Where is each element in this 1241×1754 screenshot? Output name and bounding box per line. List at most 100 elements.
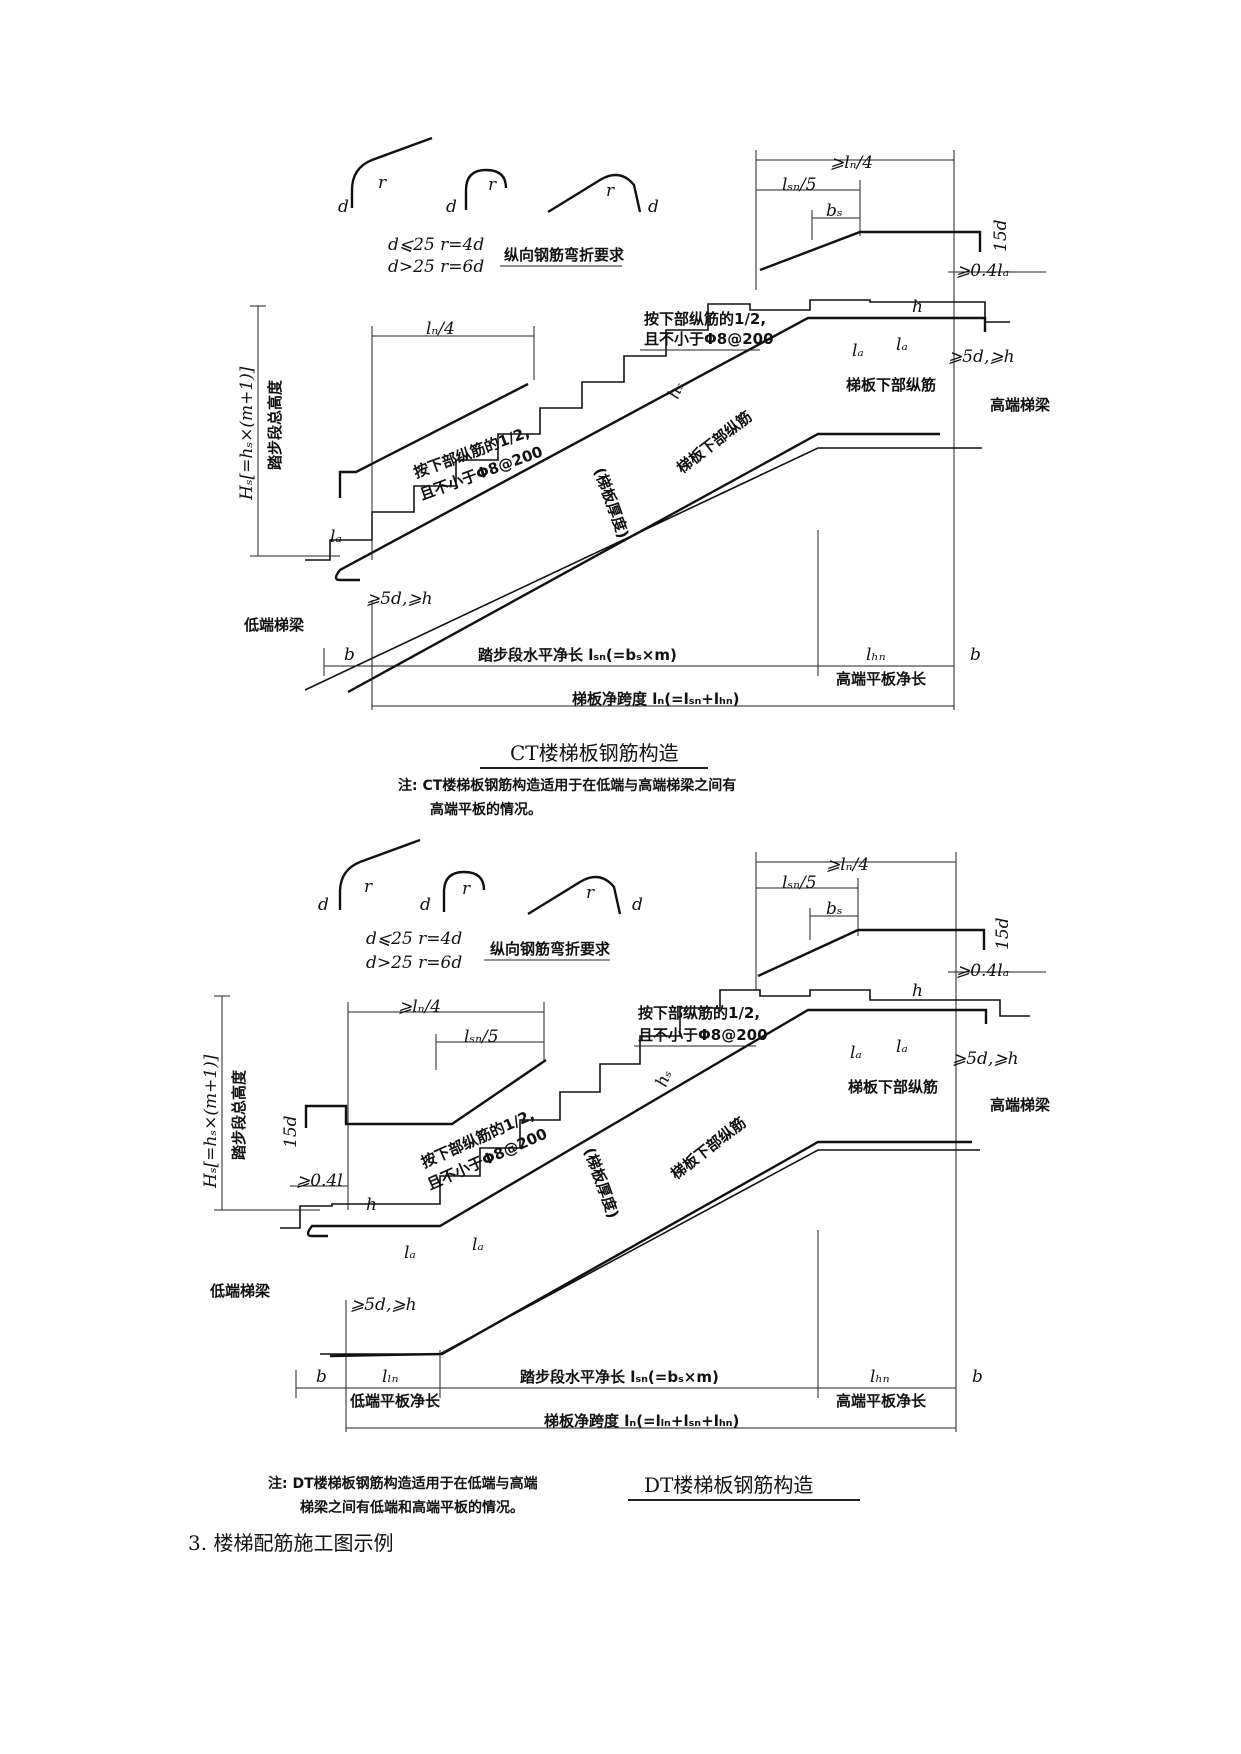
ct-bend-rule-1: d⩽25 r=4d [388,235,484,255]
dt-d5h-left: ⩾5d,⩾h [350,1295,417,1315]
dt-top-rebar [757,928,986,978]
ct-Hs-desc: 踏步段总高度 [266,379,284,470]
dt-thickness: (梯板厚度) [580,1145,622,1220]
ct-note-2: 高端平板的情况。 [430,801,542,818]
dt-lhn-desc: 高端平板净长 [836,1392,927,1410]
dt-left-dimensions: ⩾lₙ/4 lₛₙ/5 15d ⩾0.4l [281,997,545,1210]
dt-note-1: 注: DT楼梯板钢筋构造适用于在低端与高端 [268,1475,538,1492]
dt-Hs-desc: 踏步段总高度 [230,1069,248,1160]
dt-bend-sketch-2 [442,870,486,912]
ct-hs: hₛ [664,379,689,402]
ct-thickness: (梯板厚度) [590,465,632,540]
dt-la-2: lₐ [896,1037,908,1057]
ct-a04: ⩾0.4lₐ [956,261,1009,281]
dt-high-beam: 高端梯梁 [990,1096,1051,1114]
dt-la-3: lₐ [404,1243,416,1263]
ct-bend-r-1: r [378,173,387,193]
ct-top-dimensions: ⩾lₙ/4 lₛₙ/5 bₛ 15d ⩾0.4lₐ [755,150,1046,650]
ct-upper-note-2: 且不小于Φ8@200 [644,330,774,348]
dt-soffit [320,1149,980,1355]
ct-lhn: lₕₙ [866,645,886,665]
dt-b-right: b [972,1367,983,1387]
ct-bend-sketches: d d d r r r d⩽25 r=4d d>25 r=6d 纵向钢筋弯折要求 [338,136,659,277]
dt-a04: ⩾0.4lₐ [956,961,1009,981]
ct-Hs: Hₛ[=hₛ×(m+1)] [237,366,257,501]
dt-bend-d-1: d [318,895,329,915]
ct-lower-rebar [347,432,940,694]
dt-bs: bₛ [826,899,843,919]
ct-hs-dimension: Hₛ[=hₛ×(m+1)] 踏步段总高度 [237,305,340,557]
dt-bend-sketch-1 [338,838,421,910]
ct-la-3: lₐ [330,527,342,547]
dt-left-rebar [304,1059,547,1128]
ct-upper-rebar [334,316,987,582]
dt-bend-label: 纵向钢筋弯折要求 [490,940,611,958]
ct-d5h-left: ⩾5d,⩾h [366,589,433,609]
ct-ln4: lₙ/4 [426,319,455,339]
dt-hs-dimension: Hₛ[=hₛ×(m+1)] 踏步段总高度 [201,995,320,1211]
ct-bend-sketch-2 [464,168,508,210]
dt-left-len: ⩾lₙ/4 [398,997,441,1017]
dt-bend-d-2: d [420,895,431,915]
ct-bend-rule-2: d>25 r=6d [388,257,484,277]
dt-h-left: h [366,1195,377,1215]
ct-lsn-dim: 踏步段水平净长 lₛₙ(=bₛ×m) [478,646,677,664]
ct-steps [305,299,1010,561]
dt-15d: 15d [993,917,1013,950]
ct-15d: 15d [991,219,1011,252]
ct-bend-label: 纵向钢筋弯折要求 [504,246,625,264]
ct-b-right: b [970,645,981,665]
ct-soffit [304,447,982,691]
dt-note-2: 梯梁之间有低端和高端平板的情况。 [300,1499,524,1516]
dt-bend-rule-2: d>25 r=6d [366,953,462,973]
dt-left-a04: ⩾0.4l [296,1171,343,1191]
dt-bend-r-3: r [586,883,595,903]
ct-bottom-rebar-mid: 梯板下部纵筋 [673,408,755,478]
ct-bend-r-2: r [488,175,497,195]
dt-lln-desc: 低端平板净长 [349,1392,441,1410]
dt-bend-r-2: r [462,879,471,899]
dt-d5h-right: ⩾5d,⩾h [952,1049,1019,1069]
dt-lln: lₗₙ [382,1367,399,1387]
ct-diagram: d d d r r r d⩽25 r=4d d>25 r=6d 纵向钢筋弯折要求… [237,136,1051,818]
dt-upper-note-1: 按下部纵筋的1/2, [638,1004,760,1022]
dt-ln-dim: 梯板净跨度 lₙ(=lₗₙ+lₛₙ+lₕₙ) [544,1412,739,1430]
ct-b-left: b [344,645,355,665]
dt-top-len: ⩾lₙ/4 [826,855,869,875]
ct-bend-sketch-1 [350,136,433,208]
ct-title: CT楼梯板钢筋构造 [510,741,679,765]
ct-lhn-desc: 高端平板净长 [836,670,927,688]
dt-bend-rule-1: d⩽25 r=4d [366,929,462,949]
dt-bottom-rebar-mid: 梯板下部纵筋 [667,1114,749,1184]
dt-steps [280,989,1030,1229]
ct-ln-dim: 梯板净跨度 lₙ(=lₛₙ+lₕₙ) [572,690,740,708]
ct-h: h [912,297,923,317]
dt-upper-note-2: 且不小于Φ8@200 [638,1026,768,1044]
ct-la-2: lₐ [896,335,908,355]
dt-left-lsn5: lₛₙ/5 [464,1027,499,1047]
dt-h-right: h [912,981,923,1001]
dt-diagram: d d d r r r d⩽25 r=4d d>25 r=6d 纵向钢筋弯折要求… [201,838,1051,1516]
ct-note-1: 注: CT楼梯板钢筋构造适用于在低端与高端梯梁之间有 [398,777,736,794]
dt-title: DT楼梯板钢筋构造 [644,1473,813,1497]
ct-la-1: lₐ [852,341,864,361]
ct-d5h-right: ⩾5d,⩾h [948,347,1015,367]
ct-left-rebar [338,382,529,498]
dt-lhn: lₕₙ [870,1367,890,1387]
dt-bend-d-3: d [632,895,643,915]
dt-bottom-rebar-right: 梯板下部纵筋 [848,1078,938,1096]
dt-bend-sketches: d d d r r r d⩽25 r=4d d>25 r=6d 纵向钢筋弯折要求 [318,838,643,973]
ct-bs: bₛ [826,201,843,221]
dt-Hs: Hₛ[=hₛ×(m+1)] [201,1054,221,1189]
dt-la-4: lₐ [472,1235,484,1255]
ct-bend-d-1: d [338,197,349,217]
ct-bend-sketch-3 [547,173,642,214]
dt-low-beam: 低端梯梁 [209,1282,271,1300]
dt-lsn-dim: 踏步段水平净长 lₛₙ(=bₛ×m) [520,1368,719,1386]
ct-bend-d-2: d [446,197,457,217]
dt-bend-r-1: r [364,877,373,897]
ct-bottom-dimensions: b 踏步段水平净长 lₛₙ(=bₛ×m) lₕₙ b 高端平板净长 梯板净跨度 … [323,530,981,710]
ct-top-rebar [759,230,982,272]
dt-left-15d: 15d [281,1115,301,1148]
